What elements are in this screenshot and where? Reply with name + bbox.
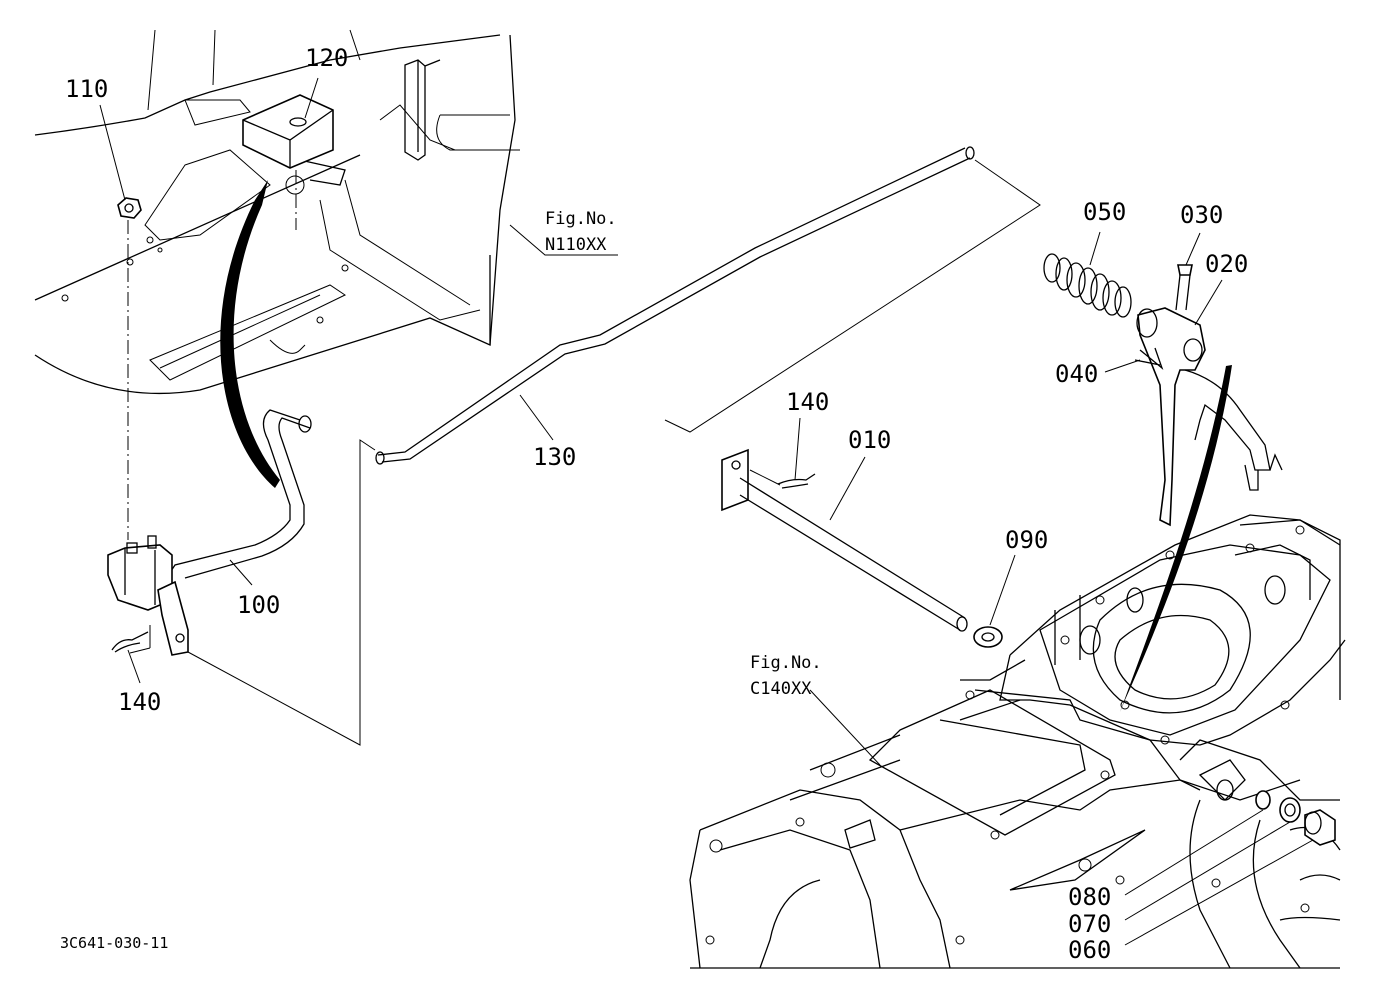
transmission-housing — [689, 514, 1346, 969]
part-110-flange-nut — [117, 197, 142, 540]
part-100-lever — [107, 409, 376, 746]
part-090-washer — [973, 626, 1003, 648]
assembly-arrow-right — [1120, 365, 1232, 712]
drawing-code: 3C641-030-11 — [60, 934, 168, 952]
label-070: 070 — [1068, 910, 1111, 938]
label-130: 130 — [533, 443, 576, 471]
cab-floor-panel — [34, 29, 520, 395]
label-120: 120 — [305, 44, 348, 72]
part-120-cushion-block — [242, 94, 334, 230]
label-110: 110 — [65, 75, 108, 103]
label-100: 100 — [237, 591, 280, 619]
part-140-cotter-pin-right — [777, 473, 816, 489]
parts-060-070-080-drain-plug — [1255, 790, 1336, 846]
part-050-spring — [1043, 253, 1132, 318]
part-020-shift-fork — [1136, 307, 1283, 527]
part-130-rod — [375, 146, 1041, 465]
part-010-shaft — [721, 448, 968, 632]
fig-ref-bottom-number: C140XX — [750, 679, 812, 699]
fig-ref-top-title: Fig.No. — [545, 209, 617, 229]
label-090: 090 — [1005, 526, 1048, 554]
fig-ref-top-number: N110XX — [545, 235, 607, 255]
leader-lines — [99, 77, 1314, 946]
label-080: 080 — [1068, 883, 1111, 911]
part-140-cotter-pin-left — [111, 625, 151, 654]
label-140-left: 140 — [118, 688, 161, 716]
label-020: 020 — [1205, 250, 1248, 278]
label-010: 010 — [848, 426, 891, 454]
label-030: 030 — [1180, 201, 1223, 229]
assembly-arrow-left — [220, 180, 280, 488]
part-030-pin — [1175, 264, 1193, 311]
label-050: 050 — [1083, 198, 1126, 226]
label-140-right: 140 — [786, 388, 829, 416]
fig-ref-bottom-title: Fig.No. — [750, 653, 822, 673]
label-040: 040 — [1055, 360, 1098, 388]
label-060: 060 — [1068, 936, 1111, 964]
part-040-spring-pin — [1134, 347, 1164, 370]
